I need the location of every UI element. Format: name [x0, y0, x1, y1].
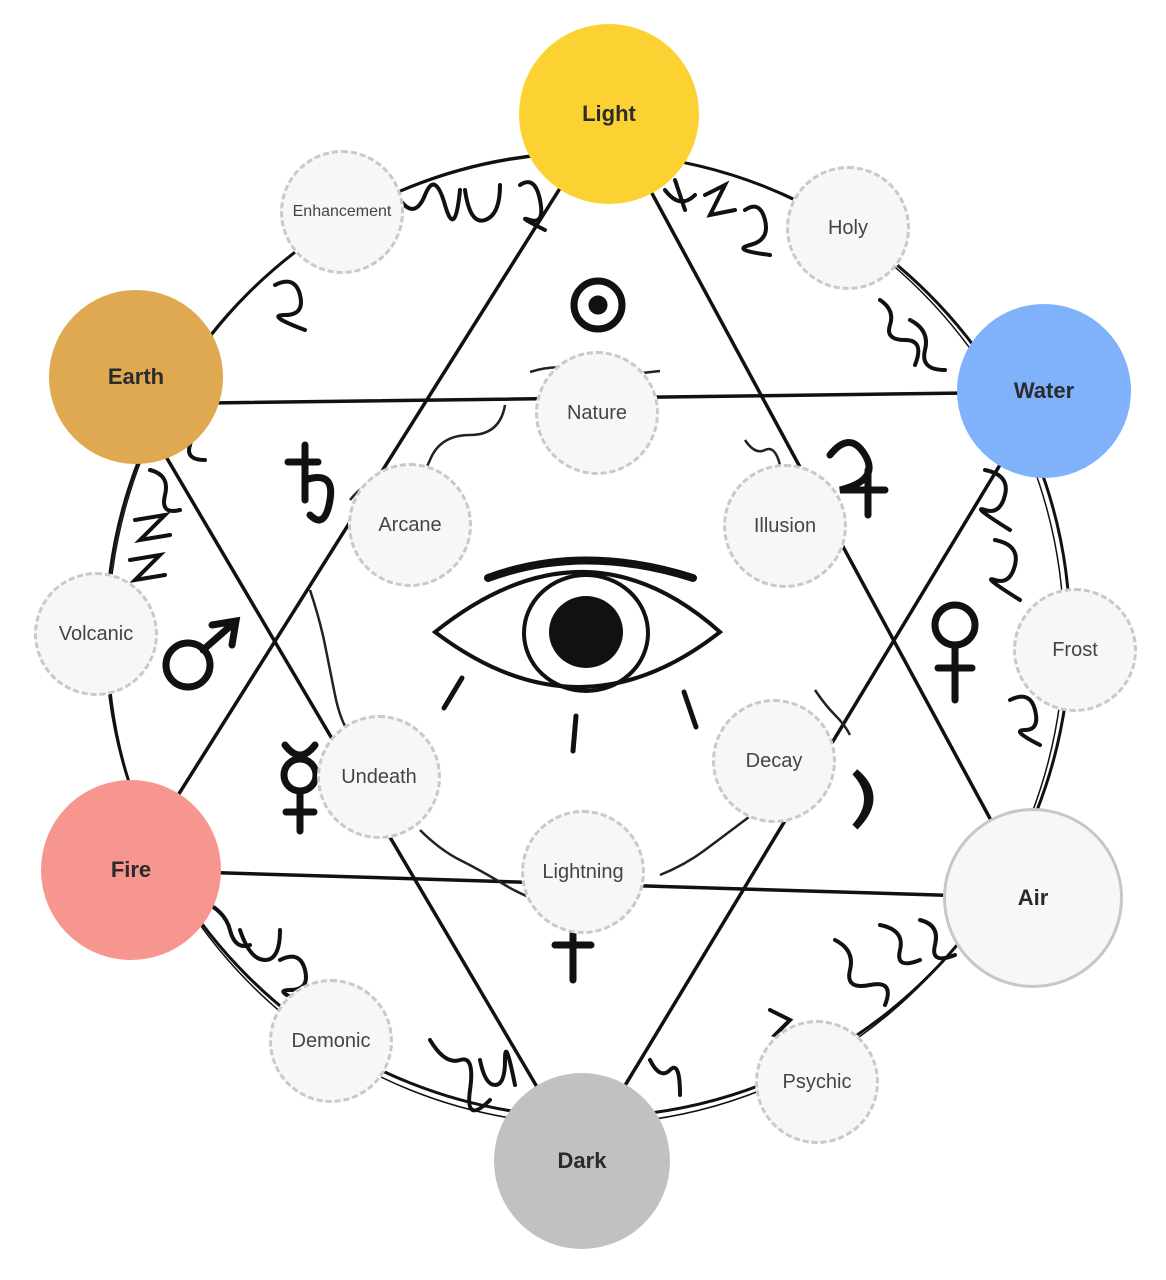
school-volcanic-node[interactable]: Volcanic [34, 572, 158, 696]
element-air-node[interactable]: Air [943, 808, 1123, 988]
moon-symbol-icon [852, 769, 874, 830]
school-frost-node[interactable]: Frost [1013, 588, 1137, 712]
element-water-node[interactable]: Water [957, 304, 1131, 478]
school-enhancement-node[interactable]: Enhancement [280, 150, 404, 274]
school-decay-node[interactable]: Decay [712, 699, 836, 823]
sun-symbol-icon [570, 277, 626, 333]
mercury-symbol-icon [280, 741, 320, 835]
school-undeath-node[interactable]: Undeath [317, 715, 441, 839]
planetary-symbols [162, 277, 979, 984]
mars-symbol-icon [162, 616, 241, 691]
element-dark-node[interactable]: Dark [494, 1073, 670, 1249]
saturn-symbol-icon [284, 441, 335, 524]
element-light-node[interactable]: Light [519, 24, 699, 204]
school-illusion-node[interactable]: Illusion [723, 464, 847, 588]
jupiter-symbol-icon [826, 439, 889, 519]
school-nature-node[interactable]: Nature [535, 351, 659, 475]
school-demonic-node[interactable]: Demonic [269, 979, 393, 1103]
element-earth-node[interactable]: Earth [49, 290, 223, 464]
school-holy-node[interactable]: Holy [786, 166, 910, 290]
venus-symbol-icon [931, 601, 979, 704]
element-fire-node[interactable]: Fire [41, 780, 221, 960]
eye-icon [431, 556, 724, 754]
school-lightning-node[interactable]: Lightning [521, 810, 645, 934]
school-psychic-node[interactable]: Psychic [755, 1020, 879, 1144]
school-arcane-node[interactable]: Arcane [348, 463, 472, 587]
